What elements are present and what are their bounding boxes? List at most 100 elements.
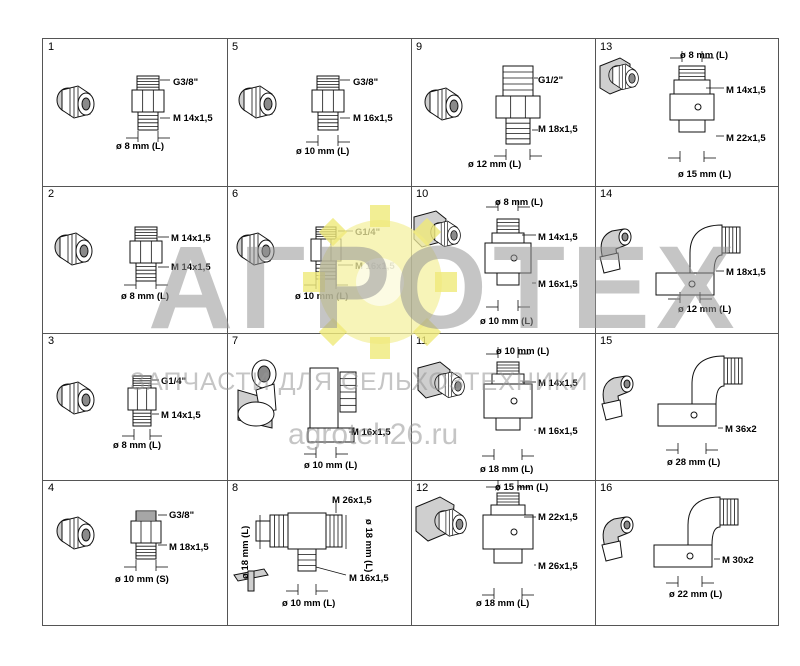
- fitting-drawing: [56, 510, 168, 571]
- thread-label: M 18x1,5: [169, 542, 209, 553]
- part-number: 15: [600, 335, 613, 347]
- part-cell-15: 15 M 36x2 ø 28 mm (L): [594, 332, 778, 479]
- diameter-label: ø 8 mm (L): [121, 291, 170, 302]
- fitting-drawing: [236, 226, 353, 289]
- fitting-drawing: [599, 224, 741, 303]
- diameter-label: ø 10 mm (L): [295, 291, 349, 302]
- thread-label: M 18x1,5: [538, 124, 578, 135]
- fitting-drawing: [601, 355, 743, 454]
- part-cell-10: 10 ø 8 mm (L) M 14x1,5 M 16x1,5 ø 10 mm (L): [410, 185, 594, 332]
- part-number: 3: [48, 335, 55, 347]
- grid-divider: [595, 39, 596, 625]
- diameter-label: ø 10 mm (S): [115, 574, 169, 585]
- part-cell-11: 11 ø 10 mm (L) M 14x1,5 M 16x1,5 ø 18 mm (L): [410, 332, 594, 479]
- fitting-drawing: [601, 496, 739, 587]
- fitting-drawing: [238, 75, 350, 146]
- fitting-drawing: [599, 51, 724, 162]
- part-number: 1: [48, 41, 55, 53]
- diameter-label: ø 18 mm (L): [480, 464, 534, 475]
- diameter-label: ø 12 mm (L): [678, 304, 732, 315]
- part-cell-7: 7 M 16x1,5 ø 10 mm (L): [226, 332, 410, 479]
- thread-label: M 14x1,5: [538, 232, 578, 243]
- part-cell-13: 13 ø 8 mm (L) M 14x1,5 M 22x1,5 ø 15 mm (L): [594, 38, 778, 185]
- thread-label: G1/2": [538, 75, 564, 86]
- thread-label: M 22x1,5: [726, 133, 766, 144]
- thread-label: M 14x1,5: [173, 113, 213, 124]
- diameter-label: ø 8 mm (L): [680, 50, 729, 61]
- diameter-label: ø 22 mm (L): [669, 589, 723, 600]
- thread-label: M 36x2: [725, 424, 757, 435]
- thread-label: M 14x1,5: [726, 85, 766, 96]
- fitting-drawing: [54, 226, 169, 289]
- thread-label: M 14x1,5: [161, 410, 201, 421]
- part-number: 16: [600, 482, 613, 494]
- diameter-label: ø 10 mm (L): [296, 146, 350, 157]
- thread-label: M 14x1,5: [538, 378, 578, 389]
- thread-label: G3/8": [173, 77, 199, 88]
- part-cell-2: 2 M 14x1,5 M 14x1,5 ø 8 mm (L): [42, 185, 226, 332]
- part-cell-12: 12 ø 15 mm (L) M 22x1,5 M 26x1,5 ø 18 mm (L): [410, 479, 594, 626]
- part-number: 9: [416, 41, 423, 53]
- grid-divider: [43, 480, 778, 481]
- thread-label: M 18x1,5: [726, 267, 766, 278]
- fitting-drawing: [56, 375, 162, 440]
- part-number: 12: [416, 482, 429, 494]
- thread-label: M 16x1,5: [538, 279, 578, 290]
- fitting-drawing: [417, 347, 536, 460]
- part-number: 14: [600, 188, 613, 200]
- diameter-label: ø 10 mm (L): [282, 598, 336, 609]
- diameter-label: ø 15 mm (L): [678, 169, 732, 180]
- diameter-label: ø 18 mm (L): [363, 519, 374, 573]
- thread-label: M 16x1,5: [353, 113, 393, 124]
- thread-label: M 16x1,5: [538, 426, 578, 437]
- diameter-label: ø 15 mm (L): [495, 482, 549, 493]
- fitting-drawing: [237, 359, 357, 458]
- thread-label: M 14x1,5: [171, 262, 211, 273]
- part-cell-14: 14 M 18x1,5 ø 12 mm (L): [594, 185, 778, 332]
- diameter-label: ø 18 mm (L): [476, 598, 530, 609]
- diameter-label: ø 10 mm (L): [480, 316, 534, 327]
- diameter-label: ø 12 mm (L): [468, 159, 522, 170]
- thread-label: M 14x1,5: [171, 233, 211, 244]
- part-number: 10: [416, 188, 429, 200]
- fitting-drawing: [424, 65, 542, 160]
- part-number: 5: [232, 41, 239, 53]
- thread-label: M 16x1,5: [349, 573, 389, 584]
- diameter-label: ø 28 mm (L): [667, 457, 721, 468]
- part-number: 8: [232, 482, 239, 494]
- fitting-drawing: [233, 503, 347, 595]
- grid-divider: [43, 186, 778, 187]
- thread-label: G3/8": [169, 510, 195, 521]
- part-number: 11: [416, 335, 428, 347]
- part-number: 6: [232, 188, 239, 200]
- thread-label: G3/8": [353, 77, 379, 88]
- thread-label: M 26x1,5: [538, 561, 578, 572]
- part-number: 13: [600, 41, 613, 53]
- part-number: 2: [48, 188, 55, 200]
- thread-label: M 16x1,5: [355, 261, 395, 272]
- diameter-label: ø 10 mm (L): [496, 346, 550, 357]
- thread-label: M 16x1,5: [351, 427, 391, 438]
- part-number: 7: [232, 335, 239, 347]
- part-cell-16: 16 M 30x2 ø 22 mm (L): [594, 479, 778, 626]
- fitting-drawing: [415, 480, 536, 599]
- thread-label: M 30x2: [722, 555, 754, 566]
- thread-label: G1/4": [161, 376, 187, 387]
- thread-label: M 22x1,5: [538, 512, 578, 523]
- part-number: 4: [48, 482, 55, 494]
- grid-divider: [227, 39, 228, 625]
- thread-label: G1/4": [355, 227, 381, 238]
- diameter-label: ø 8 mm (L): [113, 440, 162, 451]
- fitting-drawing: [56, 75, 170, 142]
- diameter-label: ø 10 mm (L): [304, 460, 358, 471]
- diameter-label: ø 8 mm (L): [495, 197, 544, 208]
- diameter-label: ø 8 mm (L): [116, 141, 165, 152]
- thread-label: M 26x1,5: [332, 495, 372, 506]
